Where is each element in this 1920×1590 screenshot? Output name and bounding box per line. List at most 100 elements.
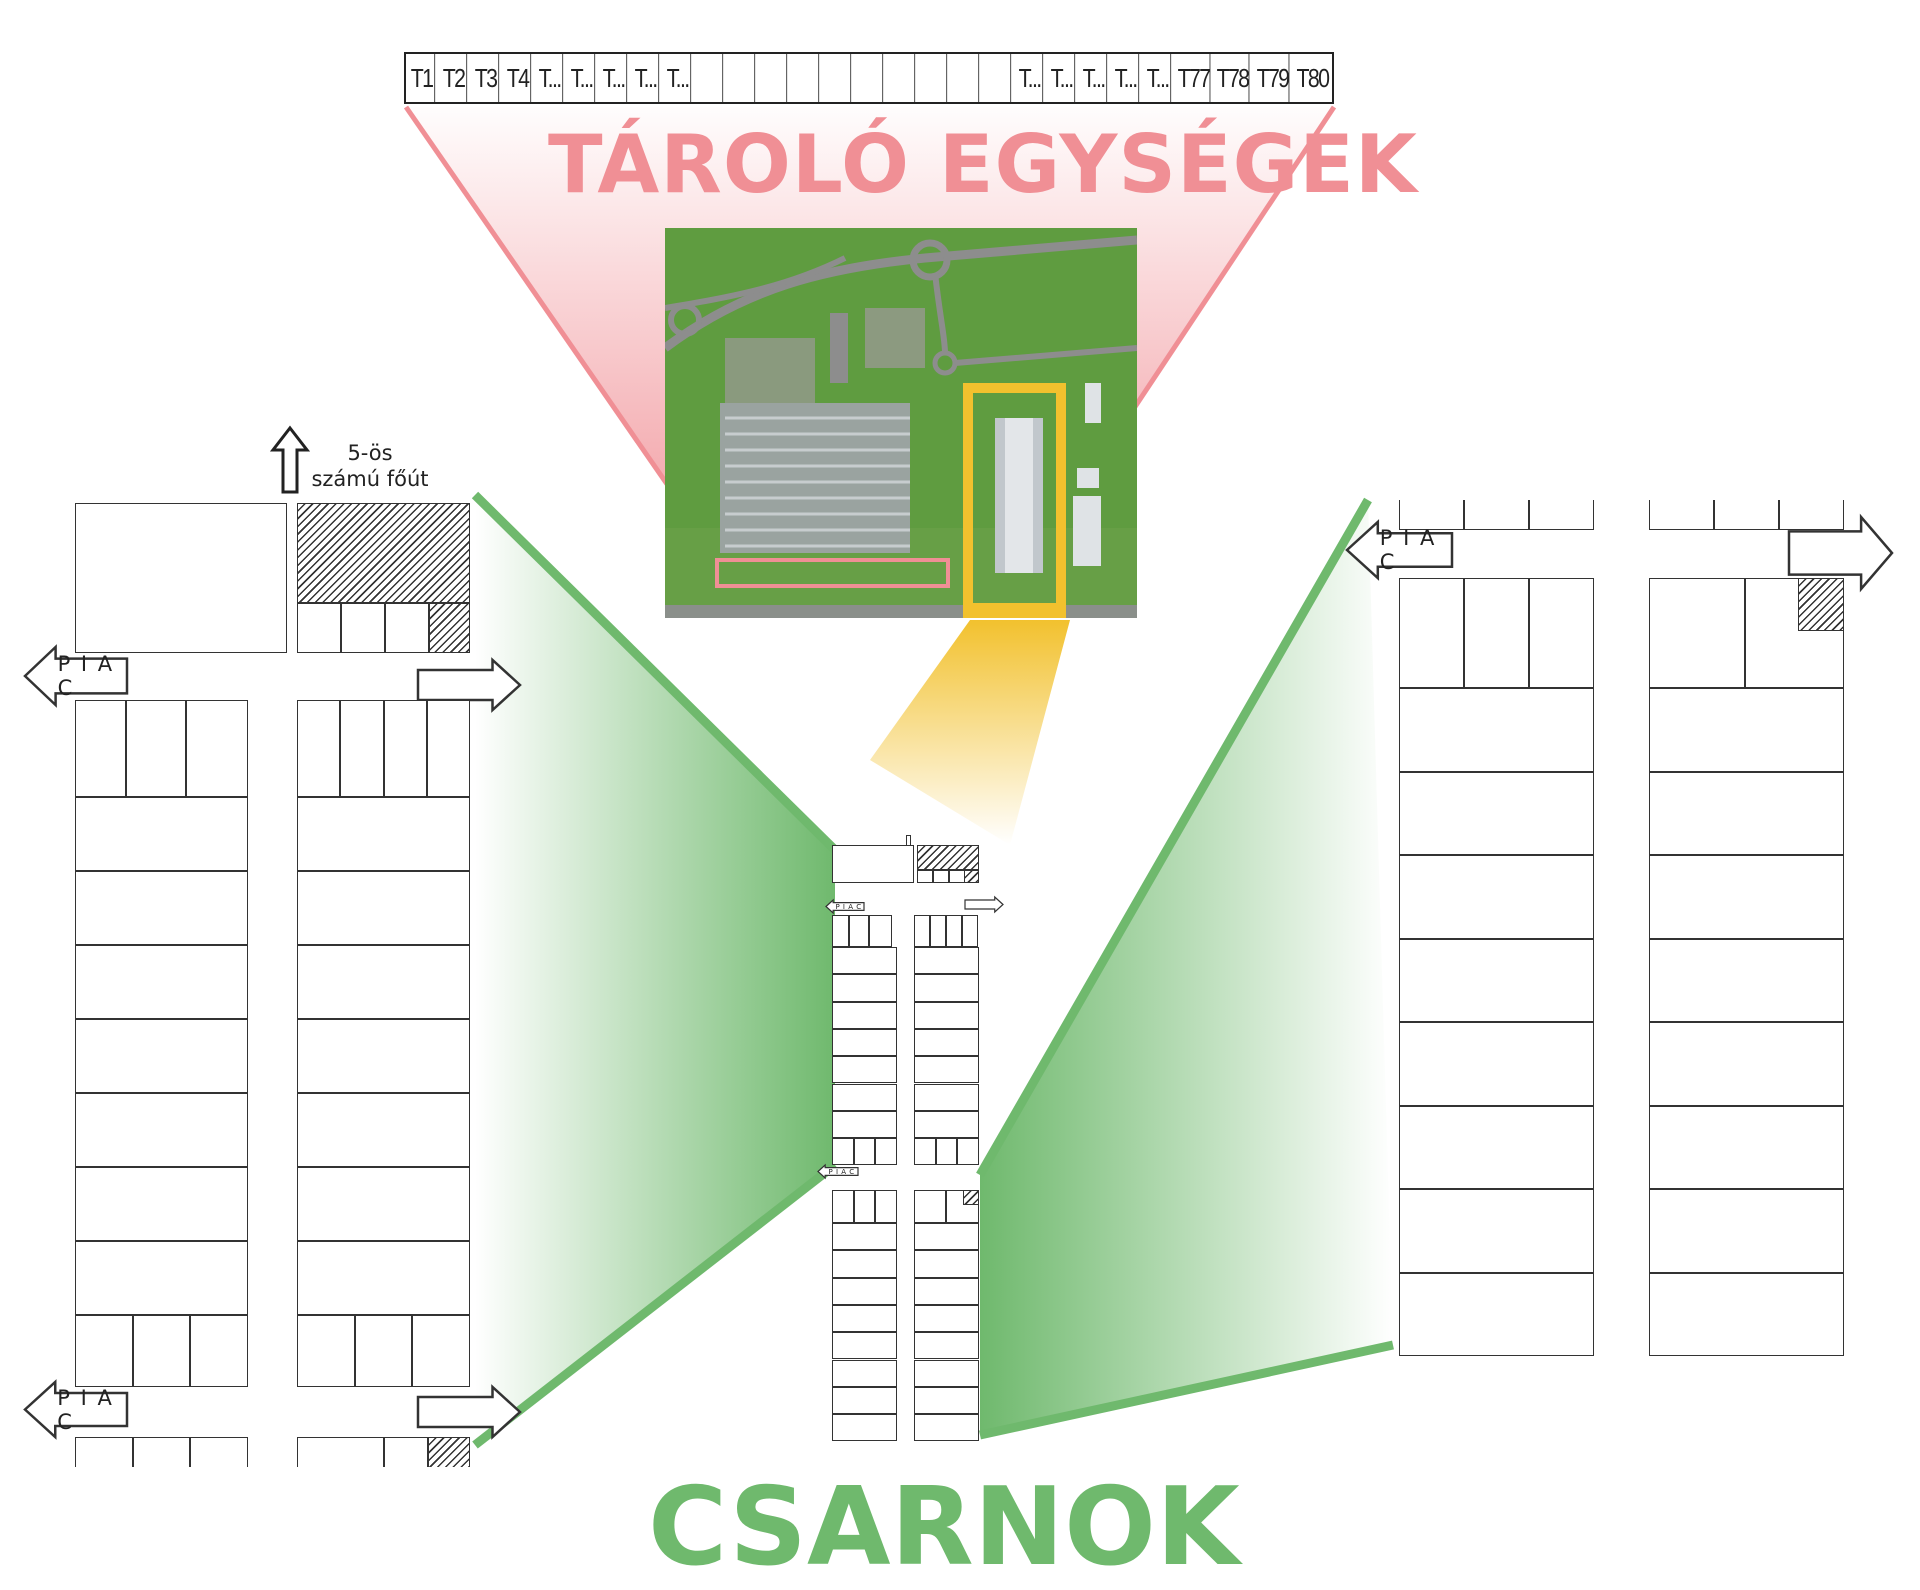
unit-a2 [75,871,248,945]
storage-unit-cell: T4 [505,54,532,102]
unit-d10 [1649,578,1745,688]
unit-d4 [1649,938,1844,1022]
unit-d4 [914,1304,979,1333]
storage-unit-cell: T... [665,54,691,102]
unit-b-small [914,915,930,947]
storage-unit-cell: T78 [1217,54,1250,102]
unit-a7 [75,1241,248,1315]
unit-b10 [385,603,429,653]
storage-unit-cell [889,54,915,102]
storage-unit-cell: T... [537,54,564,102]
storage-unit-cell [729,54,755,102]
unit-b2 [914,974,979,1002]
unit-d8 [1649,1272,1844,1356]
unit-b6 [914,1083,979,1111]
unit-b2 [297,871,470,945]
storage-unit-cell [761,54,787,102]
storage-unit-cell: T... [1049,54,1075,102]
storage-unit-cell [697,54,723,102]
unit-b15 [297,1315,355,1387]
storage-unit-cell: T1 [409,54,436,102]
unit-b16 [354,1315,413,1387]
unit-c11 [1529,578,1594,688]
unit-d7 [1649,1189,1844,1273]
storage-unit-cell [857,54,883,102]
unit-b3 [297,945,470,1019]
unit-partial [1529,500,1594,530]
unit-b8 [297,603,341,653]
market-arrow-right [964,895,1004,914]
unit-a7 [832,1110,897,1139]
unit-d8 [914,1414,979,1442]
storage-unit-cell: T77 [1177,54,1211,102]
unit-b6 [297,1167,470,1241]
up-arrow-icon [270,425,310,494]
hall-title: CSARNOK [648,1465,1240,1590]
unit-c8 [832,1414,897,1442]
unit-d6 [914,1359,979,1387]
unit-b13 [383,700,427,797]
market-arrow-left [825,898,865,915]
hatched-area [917,845,979,870]
hatched-area [1798,578,1844,631]
unit-partial [384,1437,428,1467]
storage-unit-cell: T... [1145,54,1171,102]
unit-d1 [914,1223,979,1251]
unit-a1 [832,947,897,975]
storage-unit-cell: T... [1017,54,1043,102]
storage-unit-cell [953,54,979,102]
unit-d10 [914,1190,946,1223]
storage-unit-cell: T... [633,54,659,102]
market-label: P I A C [828,1167,855,1176]
unit-a-small [875,1138,898,1165]
unit-partial [75,1437,133,1467]
unit-c1 [1399,688,1594,772]
unit-a-small [832,915,849,947]
unit-d7 [914,1386,979,1415]
unit-partial [1399,500,1464,530]
unit-partial [1464,500,1529,530]
unit-a6 [75,1167,248,1241]
unit-c9 [1399,578,1464,688]
unit-partial [190,1437,248,1467]
unit-a9 [186,700,248,797]
unit-a3 [832,1001,897,1029]
hatched-area [297,503,470,603]
unit-b8 [917,870,933,883]
unit-a-small [869,915,892,947]
unit-a5 [832,1056,897,1084]
unit-a-small [853,1138,876,1165]
unit-c-small [832,1190,854,1223]
hatched-area [429,603,470,653]
unit-d2 [914,1250,979,1278]
unit-b-small [946,915,962,947]
unit-c6 [832,1359,897,1387]
unit-c1 [832,1223,897,1251]
storage-unit-cell: T79 [1257,54,1290,102]
unit-b11 [297,700,341,797]
unit-bufe [75,700,126,797]
storage-unit-cell: T3 [473,54,500,102]
storage-unit-cell [985,54,1011,102]
unit-b7 [914,1110,979,1139]
unit-a5 [75,1093,248,1167]
unit-c-small [853,1190,876,1223]
unit-b-small [935,1138,958,1165]
unit-b17 [412,1315,470,1387]
storage-unit-cell: T... [601,54,628,102]
unit-a6 [832,1083,897,1111]
unit-a11 [132,1315,191,1387]
unit-c5 [1399,1022,1594,1106]
road-label: 5-ös számú főút [311,441,429,492]
unit-b9 [933,870,949,883]
unit-partial [297,1437,384,1467]
unit-c10 [1464,578,1529,688]
unit-c4 [832,1304,897,1333]
unit-a3 [75,945,248,1019]
unit-a-small [849,915,869,947]
storage-unit-cell: T... [1081,54,1107,102]
unit-b5 [297,1093,470,1167]
hatched-area [428,1437,470,1467]
